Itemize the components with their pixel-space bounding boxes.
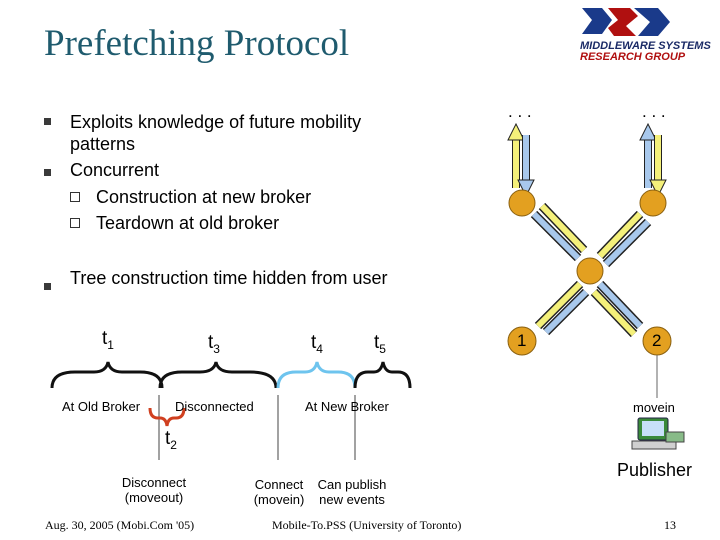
bullet-marker [44,169,51,176]
label-connect: Connect (movein) [253,477,305,507]
time-label-t5: t5 [374,332,386,356]
slide-title: Prefetching Protocol [44,23,350,64]
page-number: 13 [664,518,676,532]
brace-new-broker [276,361,357,389]
dots-left: . . . [508,102,532,121]
bullet-text: Tree construction time hidden from user [70,268,388,288]
label-at-old-broker: At Old Broker [62,399,141,414]
logo-text-line1: MIDDLEWARE SYSTEMS [580,40,711,52]
brace-t2 [148,407,186,427]
bullet-text: Exploits knowledge of future mobility [70,112,362,132]
brace-disconnected [158,361,278,389]
broker-node-top-left [508,189,536,217]
link-diagonals [530,202,652,338]
bullet-marker [44,118,51,125]
bullet-text: patterns [70,134,136,154]
label-disconnected: Disconnected [175,399,254,414]
broker-node-1 [507,326,537,356]
label-at-new-broker: At New Broker [305,399,389,414]
sub-bullet-marker [70,192,80,202]
sub-bullet-marker [70,218,80,228]
time-label-t1: t1 [102,328,114,352]
time-label-t4: t4 [311,332,323,356]
computer-icon [631,417,685,450]
link-top-left [507,122,535,198]
node-label-1: 1 [517,331,527,350]
footer-left: Aug. 30, 2005 (Mobi.Com '05) [45,518,195,532]
label-disconnect: Disconnect (moveout) [121,475,187,505]
bullet-marker [44,283,51,290]
logo-mark-icon [582,8,670,36]
time-label-t3: t3 [208,332,220,356]
node-label-2: 2 [652,331,662,350]
brace-old-broker [50,361,164,389]
label-can-publish: Can publish new events [317,477,387,507]
bullet-text: Concurrent [70,160,160,180]
broker-node-top-right [639,189,667,217]
logo-text-line2: RESEARCH GROUP [580,51,686,63]
sub-bullet-text: Construction at new broker [96,187,312,207]
label-movein: movein [633,400,675,415]
dots-right: . . . [642,102,666,121]
link-top-right [639,122,667,198]
publisher-label: Publisher [617,460,693,480]
broker-node-center [576,257,604,285]
sub-bullet-text: Teardown at old broker [96,213,280,233]
time-label-t2: t2 [165,428,177,452]
footer-center: Mobile-To.PSS (University of Toronto) [272,518,462,532]
brace-t5 [353,361,412,389]
